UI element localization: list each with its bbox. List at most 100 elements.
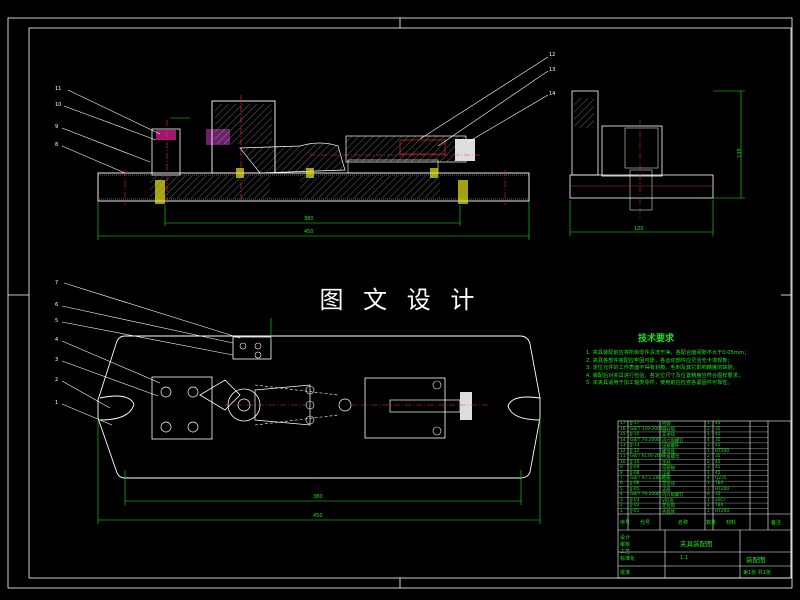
tb-part-no: 9 (620, 465, 623, 471)
tb-part-no: 17 (620, 421, 626, 427)
tb-part-qty: 1 (707, 470, 710, 476)
callout-number: 8 (55, 142, 59, 148)
front-view (61, 56, 549, 240)
tb-part-name: 六角螺母 (662, 455, 680, 461)
tb-header-no: 序号 (620, 520, 631, 526)
title-block (617, 420, 792, 579)
tb-scale: 1:1 (680, 555, 689, 561)
tb-part-name: 支承块 (662, 433, 675, 439)
tb-header-name: 名称 (678, 520, 689, 526)
tb-part-name: V形块 (662, 498, 674, 504)
tb-part-name: 挡销 (662, 422, 671, 428)
tb-part-name: 夹具体 (662, 509, 675, 515)
tb-part-name: 垫圈 (662, 477, 671, 482)
callout-number: 12 (549, 52, 556, 58)
callout-number: 10 (55, 102, 62, 108)
tb-part-no: 12 (620, 448, 626, 454)
tb-part-mat: 45 (715, 470, 721, 476)
tb-part-code: GB/T 97.1-2002 (630, 476, 664, 481)
requirement-item: 2. 夹具各部件装配应牢固可靠，各运动部件应灵活无卡滞现象； (586, 357, 733, 364)
tb-part-mat: T8A (715, 503, 724, 509)
dim-front-inner: 380 (304, 216, 314, 222)
tb-part-mat: 45 (715, 459, 721, 465)
tb-part-mat: 35 (715, 454, 721, 460)
tb-part-code: JJ-12 (630, 448, 640, 454)
callout-number: 6 (55, 302, 59, 308)
tb-part-mat: 35 (715, 426, 721, 432)
callout-number: 5 (55, 318, 59, 324)
sheet-border (7, 17, 793, 589)
technical-requirements-list: 1. 夹具装配前应将所有零件清洗干净，各配合面间隙不大于0.05mm； 2. 夹… (586, 350, 749, 388)
tb-part-name: 定位块 (662, 482, 675, 488)
tb-part-mat: T8A (715, 481, 724, 487)
dim-plan-overall: 450 (313, 513, 323, 519)
callout-number: 7 (55, 280, 59, 286)
tb-part-name: 圆柱销 (662, 427, 675, 433)
callout-number: 9 (55, 124, 59, 130)
technical-requirements-title: 技术要求 (637, 334, 674, 344)
callout-number: 3 (55, 357, 59, 363)
dim-plan-inner: 380 (313, 494, 323, 500)
tb-part-qty: 3 (707, 465, 710, 471)
tb-part-qty: 1 (707, 448, 710, 454)
tb-part-no: 5 (620, 486, 623, 492)
tb-part-no: 10 (620, 459, 626, 465)
requirement-item: 1. 夹具装配前应将所有零件清洗干净，各配合面间隙不大于0.05mm； (586, 350, 750, 356)
tb-part-no: 8 (620, 470, 623, 476)
callout-number: 14 (549, 91, 556, 97)
tb-part-name: 压板 (662, 471, 671, 477)
tb-header-qty: 数量 (706, 520, 717, 526)
tb-part-qty: 1 (707, 421, 710, 427)
callout-number: 13 (549, 67, 556, 73)
tb-part-mat: 45 (715, 421, 721, 427)
tb-part-code: JJ-03 (630, 497, 640, 503)
tb-part-no: 14 (620, 437, 626, 443)
tb-part-name: 内六角螺钉 (662, 493, 684, 499)
callout-number: 4 (55, 337, 59, 343)
tb-part-mat: HT200 (715, 508, 730, 514)
tb-drawing-name: 夹具装配图 (680, 540, 713, 548)
tb-sheet: 第1张 共1张 (743, 570, 771, 576)
tb-part-qty: 1 (707, 443, 710, 449)
plan-view (61, 282, 541, 524)
tb-part-name: 连杆 (662, 460, 671, 466)
tb-part-no: 4 (620, 492, 623, 498)
title-block-rows (618, 426, 768, 509)
tb-part-qty: 4 (707, 476, 710, 481)
side-view (569, 90, 745, 236)
tb-part-mat: HT200 (715, 486, 730, 492)
tb-part-qty: 1 (707, 486, 710, 492)
tb-part-qty: 4 (707, 437, 710, 443)
tb-part-code: JJ-02 (630, 503, 640, 509)
tb-part-code: GB/T 70-2000 (630, 492, 660, 498)
tb-part-code: JJ-06 (630, 481, 640, 487)
tb-sign-label: 工艺 (620, 549, 631, 555)
tb-part-code: JJ-09 (630, 465, 640, 471)
tb-part-no: 6 (620, 481, 623, 487)
tb-part-code: JJ-08 (630, 470, 640, 476)
tb-part-mat: 45 (715, 443, 721, 449)
tb-part-name: 铰链轴 (662, 466, 675, 472)
dim-front-overall: 450 (304, 229, 314, 235)
tb-part-code: JJ-13 (630, 443, 640, 449)
tb-part-qty: 1 (707, 481, 710, 487)
watermark-text: 图 文 设 计 (319, 286, 481, 314)
requirement-item: 3. 定位元件的工作表面不得有划痕、毛刺及其它影响精度的缺陷； (586, 365, 738, 372)
tb-header-code: 代号 (640, 520, 651, 526)
tb-part-name: 压紧螺杆 (662, 444, 680, 450)
tb-part-code: JJ-17 (630, 421, 640, 427)
tb-part-mat: 45 (715, 465, 721, 471)
tb-part-qty: 2 (707, 503, 710, 509)
tb-part-mat: 45 (715, 432, 721, 438)
tb-part-no: 7 (620, 476, 623, 481)
tb-part-no: 2 (620, 503, 623, 509)
dim-side-width: 120 (634, 226, 644, 232)
tb-sign-label: 审核 (620, 542, 631, 548)
tb-part-code: GB/T 6170-2000 (630, 454, 666, 460)
tb-part-code: JJ-10 (630, 459, 640, 465)
tb-part-qty: 1 (707, 508, 710, 514)
dim-side-height: 135 (736, 148, 743, 158)
tb-part-code: JJ-05 (630, 486, 640, 492)
tb-part-mat: 35 (715, 437, 721, 443)
